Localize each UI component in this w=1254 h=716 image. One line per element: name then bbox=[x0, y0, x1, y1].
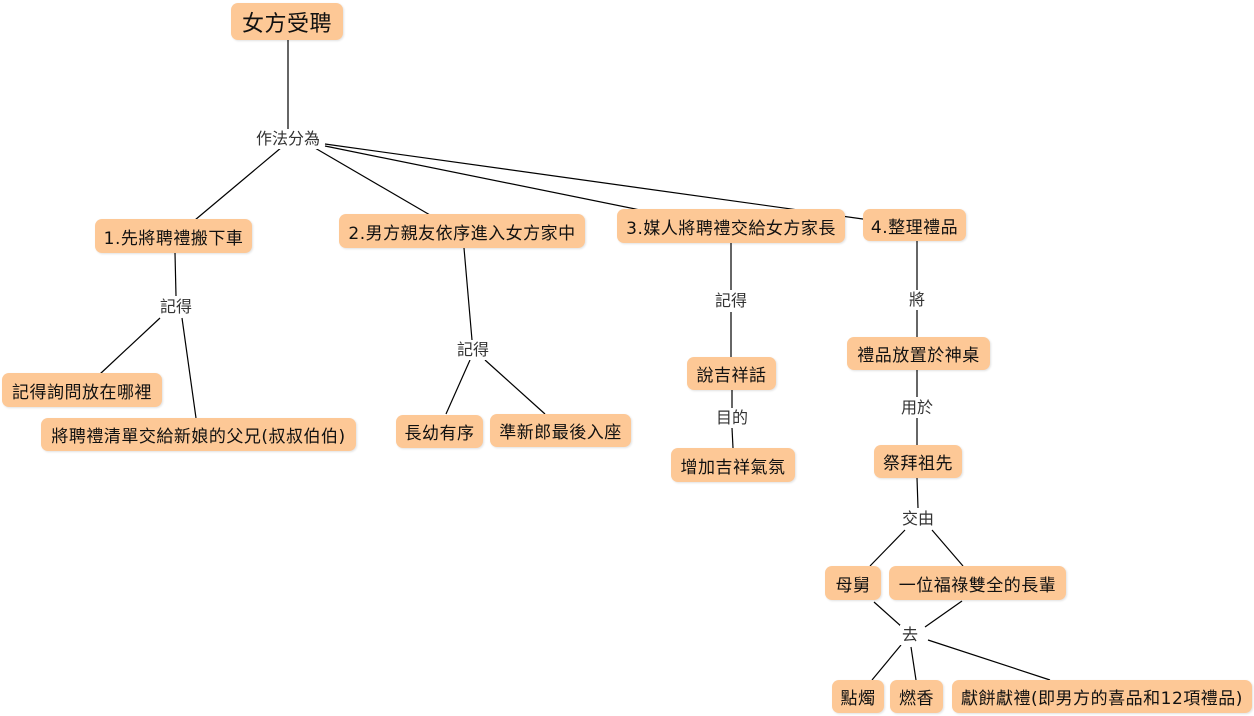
edge-remember2-groom bbox=[484, 359, 546, 415]
step-1-node[interactable]: 1.先將聘禮搬下車 bbox=[95, 219, 252, 253]
step3-item-atmosphere[interactable]: 增加吉祥氣氛 bbox=[671, 448, 795, 482]
edge-go-offer bbox=[927, 639, 1051, 681]
link-label-hand-to: 交由 bbox=[899, 509, 937, 529]
link-label-remember-3: 記得 bbox=[712, 291, 750, 311]
step3-item-auspicious-words[interactable]: 說吉祥話 bbox=[687, 357, 776, 390]
link-label-remember-2: 記得 bbox=[454, 340, 492, 360]
step4-action-burn-incense[interactable]: 燃香 bbox=[890, 680, 943, 713]
edge-remember2-elder bbox=[445, 359, 471, 415]
step-3-node[interactable]: 3.媒人將聘禮交給女方家長 bbox=[617, 209, 845, 243]
edge-method-step2 bbox=[314, 147, 431, 216]
edge-step2-remember bbox=[463, 247, 473, 341]
step-4-node[interactable]: 4.整理禮品 bbox=[863, 209, 966, 241]
edge-worship-hand bbox=[916, 477, 919, 509]
link-label-method: 作法分為 bbox=[253, 129, 323, 149]
edge-go-candle bbox=[871, 644, 902, 681]
link-label-go: 去 bbox=[899, 625, 921, 645]
link-label-remember-1: 記得 bbox=[157, 297, 195, 317]
edge-remember1-ask bbox=[99, 317, 161, 375]
edge-elder-go bbox=[924, 600, 963, 628]
link-label-use-for: 用於 bbox=[898, 398, 936, 418]
step1-item-ask-location[interactable]: 記得詢問放在哪裡 bbox=[2, 373, 162, 407]
step2-item-groom-last[interactable]: 準新郎最後入座 bbox=[490, 414, 631, 447]
link-label-purpose: 目的 bbox=[713, 408, 751, 428]
edge-remember1-list bbox=[181, 317, 197, 419]
step-2-node[interactable]: 2.男方親友依序進入女方家中 bbox=[339, 214, 585, 248]
step4-person-maternal-uncle[interactable]: 母舅 bbox=[825, 566, 881, 600]
step1-item-give-list[interactable]: 將聘禮清單交給新娘的父兄(叔叔伯伯) bbox=[41, 418, 356, 451]
step4-person-blessed-elder[interactable]: 一位福祿雙全的長輩 bbox=[889, 566, 1066, 600]
edge-purpose-atmos bbox=[731, 427, 734, 449]
edge-go-incense bbox=[910, 646, 917, 681]
edge-method-step3 bbox=[324, 145, 651, 213]
edge-hand-uncle bbox=[869, 529, 906, 567]
step2-item-seniority[interactable]: 長幼有序 bbox=[396, 415, 483, 448]
step4-item-place-on-altar[interactable]: 禮品放置於神桌 bbox=[847, 337, 990, 370]
edge-step1-remember bbox=[174, 252, 177, 297]
edge-hand-elder bbox=[931, 529, 964, 567]
step4-action-light-candles[interactable]: 點燭 bbox=[832, 680, 884, 713]
root-node[interactable]: 女方受聘 bbox=[231, 3, 343, 40]
edge-uncle-go bbox=[873, 601, 903, 628]
edge-method-step4 bbox=[324, 143, 871, 221]
link-label-will: 將 bbox=[906, 290, 928, 310]
step4-action-offerings[interactable]: 獻餅獻禮(即男方的喜品和12項禮品) bbox=[952, 680, 1252, 713]
step4-item-worship-ancestors[interactable]: 祭拜祖先 bbox=[874, 445, 962, 478]
edge-method-step1 bbox=[194, 141, 289, 221]
